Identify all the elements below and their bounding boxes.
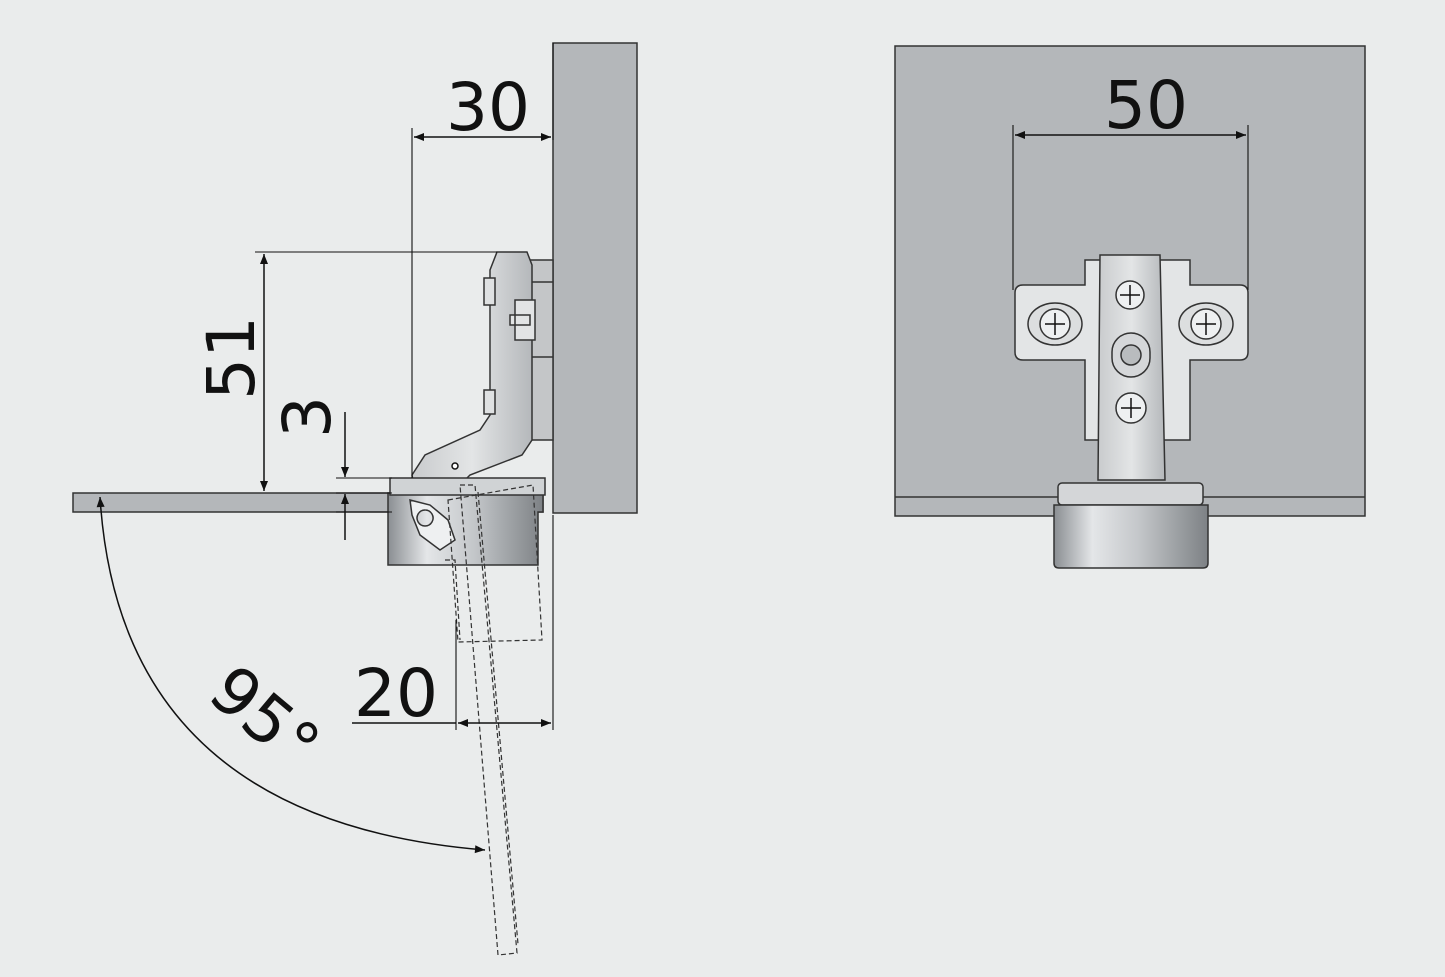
arm-screw-middle	[509, 299, 536, 341]
arm-screw-bottom	[483, 389, 496, 415]
dim-label-50: 50	[1104, 67, 1188, 144]
dim-label-51: 51	[193, 316, 270, 400]
front-screw-top	[1115, 280, 1145, 310]
cup-flange	[389, 477, 546, 496]
dim-label-30: 30	[446, 69, 530, 146]
front-cup-flange	[1057, 482, 1204, 506]
dim-label-95: 95°	[195, 651, 334, 785]
arm-screw-top	[483, 277, 496, 306]
front-view: 50	[894, 45, 1366, 569]
side-view: 30 51 3 20 95°	[72, 42, 638, 956]
front-hinge-cup	[1053, 504, 1209, 569]
dim-label-3: 3	[269, 396, 346, 438]
front-screw-right	[1178, 302, 1234, 346]
dim-label-20: 20	[354, 655, 438, 732]
hinge-arm	[411, 251, 533, 493]
cabinet-side-panel	[552, 42, 638, 514]
front-screw-bottom	[1115, 392, 1147, 424]
front-adjust-slot	[1111, 332, 1151, 378]
arm-pivot-hole	[451, 462, 459, 470]
mounting-plate	[529, 259, 554, 441]
front-screw-left	[1027, 302, 1083, 346]
dim-arc-95	[96, 496, 486, 854]
